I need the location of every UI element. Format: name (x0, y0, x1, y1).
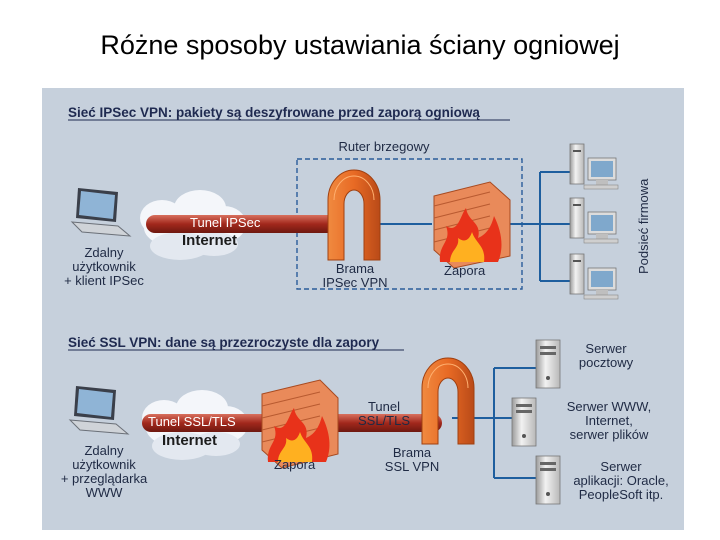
ssl-firewall-icon (261, 379, 339, 469)
ssl-gateway-icon (421, 357, 475, 445)
ipsec-user-label-3: + klient IPSec (64, 273, 144, 288)
mail-server-icon (535, 339, 561, 389)
ipsec-firewall-icon (433, 181, 511, 269)
ssl-user-label-3: + przeglądarka (60, 471, 148, 486)
ipsec-gateway-label-1: Brama (335, 261, 375, 276)
mail-server-label-2: pocztowy (578, 355, 634, 370)
corp-desktop-icon (569, 197, 619, 244)
ssl-tunnel2-label-2: SSL/TLS (357, 413, 411, 428)
ssl-gateway-label-2: SSL VPN (384, 459, 440, 474)
ipsec-user-label-2: użytkownik (72, 259, 136, 274)
ssl-user-label-2: użytkownik (72, 457, 136, 472)
ipsec-header: Sieć IPSec VPN: pakiety są deszyfrowane … (68, 105, 480, 120)
app-server-icon (535, 455, 561, 505)
slide-title: Różne sposoby ustawiania ściany ogniowej (100, 30, 620, 60)
web-server-label-2: Internet, (585, 413, 633, 428)
web-server-icon (511, 397, 537, 447)
ssl-user-label-4: WWW (85, 485, 123, 500)
ssl-internet-label: Internet (162, 432, 218, 449)
ssl-gateway-label-1: Brama (392, 445, 432, 460)
web-server-label-3: serwer plików (569, 427, 649, 442)
diagram-panel: Sieć IPSec VPN: pakiety są deszyfrowane … (42, 88, 684, 530)
ipsec-firewall-label: Zapora (444, 263, 486, 278)
network-diagram (68, 119, 619, 505)
ssl-laptop-icon (69, 385, 129, 435)
ssl-tunnel-label: Tunel SSL/TLS (148, 414, 236, 429)
ssl-user-label-1: Zdalny (84, 443, 124, 458)
corp-desktop-icon (569, 253, 619, 300)
mail-server-label-1: Serwer (585, 341, 627, 356)
ipsec-internet-label: Internet (182, 232, 238, 249)
corp-net-label: Podsieć firmowa (636, 178, 651, 274)
app-server-label-1: Serwer (600, 459, 642, 474)
corp-desktop-icon (569, 143, 619, 190)
app-server-label-3: PeopleSoft itp. (578, 487, 664, 502)
ssl-tunnel2-label-1: Tunel (367, 399, 401, 414)
ipsec-user-label-1: Zdalny (84, 245, 124, 260)
ipsec-gateway-icon (327, 169, 381, 261)
ssl-header: Sieć SSL VPN: dane są przezroczyste dla … (68, 335, 380, 350)
web-server-label-1: Serwer WWW, (566, 399, 652, 414)
router-label: Ruter brzegowy (338, 139, 430, 154)
ipsec-tunnel (146, 215, 336, 233)
ipsec-laptop-icon (71, 187, 131, 237)
ipsec-tunnel-label: Tunel IPSec (190, 215, 261, 230)
app-server-label-2: aplikacji: Oracle, (573, 473, 669, 488)
ssl-firewall-label: Zapora (274, 457, 316, 472)
ipsec-gateway-label-2: IPSec VPN (322, 275, 388, 290)
